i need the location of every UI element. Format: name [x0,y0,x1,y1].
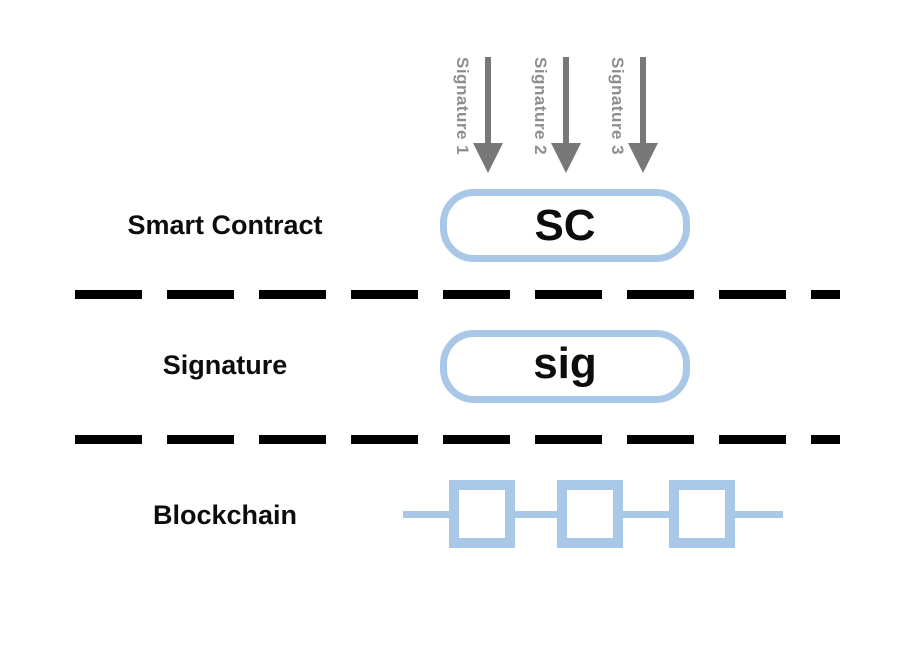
down-arrowhead-icon [551,143,581,173]
signature-node-text: sig [533,338,597,388]
smart-contract-node-text: SC [534,200,596,250]
down-arrowhead-icon [473,143,503,173]
blockchain-block-3 [669,480,735,548]
down-arrow-icon [485,57,491,145]
dashed-separator-bottom [75,435,840,444]
dashed-separator-top [75,290,840,299]
down-arrow-icon [640,57,646,145]
blockchain-row-label: Blockchain [152,500,298,530]
smart-contract-row-label: Smart Contract [127,210,323,240]
smart-contract-node: SC [440,189,690,262]
signature-3-label: Signature 3 [608,57,627,156]
signature-2-label: Signature 2 [531,57,550,156]
blockchain-block-2 [557,480,623,548]
signature-node: sig [440,330,690,403]
down-arrowhead-icon [628,143,658,173]
down-arrow-icon [563,57,569,145]
signature-row-label: Signature [162,350,288,380]
blockchain-block-1 [449,480,515,548]
signature-1-label: Signature 1 [453,57,472,156]
